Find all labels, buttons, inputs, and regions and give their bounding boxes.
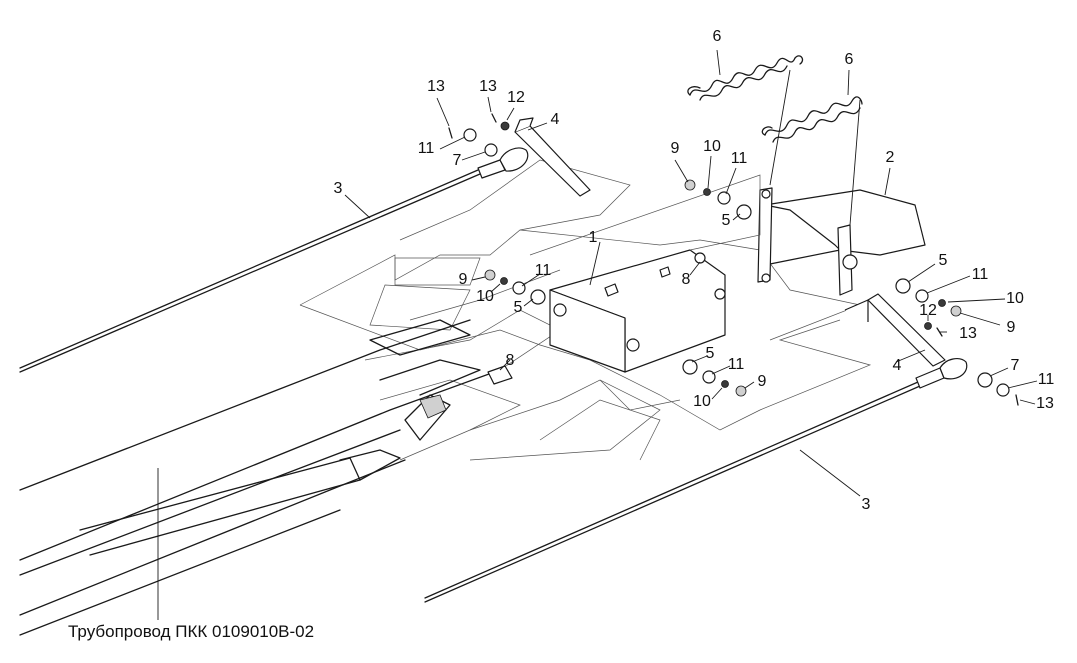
callout-labels: 13 13 12 4 11 7 3 6 6 2 9 10 11 5 1 9 11… xyxy=(334,28,1055,513)
callout-4: 4 xyxy=(893,357,902,374)
callout-6: 6 xyxy=(845,51,854,68)
callout-5: 5 xyxy=(706,345,715,362)
pipeline-boom xyxy=(19,319,501,636)
callout-11: 11 xyxy=(731,150,748,167)
spring-right xyxy=(761,69,863,226)
callout-11: 11 xyxy=(418,140,435,157)
rod-right xyxy=(424,358,968,603)
bracket-left xyxy=(514,117,591,197)
callout-8: 8 xyxy=(506,352,515,369)
callout-11: 11 xyxy=(728,356,745,373)
callout-9: 9 xyxy=(671,140,680,157)
callout-6: 6 xyxy=(713,28,722,45)
plate-1 xyxy=(549,249,726,373)
callout-9: 9 xyxy=(1007,319,1016,336)
callout-3: 3 xyxy=(862,496,871,513)
callout-10: 10 xyxy=(703,138,721,155)
callout-11: 11 xyxy=(535,262,552,279)
spring-left xyxy=(687,55,804,101)
panel-back xyxy=(529,174,761,256)
callout-7: 7 xyxy=(1011,357,1020,374)
callout-9: 9 xyxy=(758,373,767,390)
callout-10: 10 xyxy=(476,288,494,305)
callout-10: 10 xyxy=(693,393,711,410)
callout-11: 11 xyxy=(1038,371,1055,388)
callout-10: 10 xyxy=(1006,290,1024,307)
callout-13: 13 xyxy=(427,78,445,95)
callout-3: 3 xyxy=(334,180,343,197)
callout-13: 13 xyxy=(479,78,497,95)
callout-11: 11 xyxy=(972,266,989,283)
callout-2: 2 xyxy=(886,149,895,166)
rod-left xyxy=(19,147,529,373)
callout-4: 4 xyxy=(551,111,560,128)
callout-13: 13 xyxy=(1036,395,1054,412)
pipeline-caption: Трубопровод ПКК 0109010В-02 xyxy=(68,622,314,641)
hardware xyxy=(448,113,1019,406)
callout-9: 9 xyxy=(459,271,468,288)
callout-7: 7 xyxy=(453,152,462,169)
callout-12: 12 xyxy=(919,302,937,319)
bracket-right xyxy=(844,293,946,367)
plate-2 xyxy=(757,187,926,296)
callout-5: 5 xyxy=(514,299,523,316)
callout-13: 13 xyxy=(959,325,977,342)
callout-1: 1 xyxy=(589,229,598,246)
callout-12: 12 xyxy=(507,89,525,106)
callout-5: 5 xyxy=(722,212,731,229)
callout-8: 8 xyxy=(682,271,691,288)
leader-lines xyxy=(157,49,1038,620)
callout-5: 5 xyxy=(939,252,948,269)
